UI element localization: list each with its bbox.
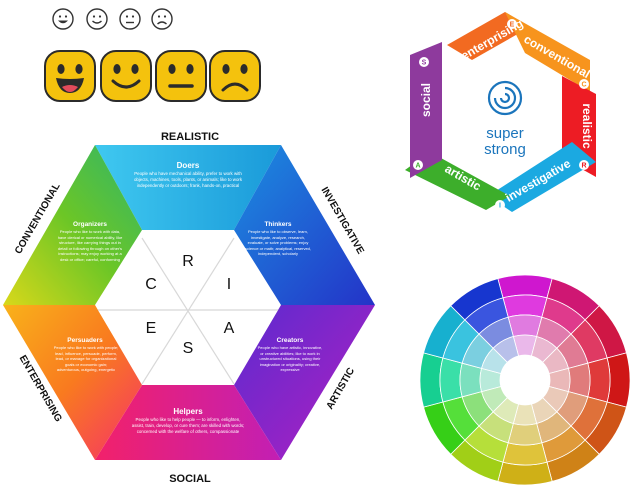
badge-i-letter: I [499,203,501,210]
helpers-title: Helpers [173,407,203,416]
badge-s [419,57,429,67]
logo-word-super: super [486,125,524,142]
label-realistic: realistic [580,103,594,149]
creators-segment [234,305,375,460]
color-wheel-cell [497,274,553,299]
color-wheel-cell [507,314,543,338]
organizers-segment [3,145,142,305]
badge-a [413,160,423,170]
badge-r [579,160,589,170]
segment-artistic [405,152,510,210]
persuaders-segment [3,305,142,460]
smiling-face-small-icon [86,8,108,30]
color-wheel-cell [587,357,611,403]
label-social: SOCIAL [169,473,211,485]
neutral-face-icon [155,50,207,102]
label-social: social [419,83,433,117]
badge-i [495,200,505,210]
color-wheel-cell [507,422,543,446]
frowning-face-small-icon [151,8,173,30]
helpers-segment [95,385,281,460]
segment-conventional [505,12,590,92]
badge-a-letter: A [415,163,420,170]
logo-word-strong: strong [484,141,526,158]
badge-s-letter: S [422,60,427,67]
creators-title: Creators [277,337,304,344]
thinkers-segment [234,145,375,305]
organizers-title: Organizers [73,221,107,228]
letter-r: R [182,253,194,270]
superstrong-swirl-icon [487,80,523,116]
doers-body: People who have mechanical ability, pref… [133,171,243,189]
letter-s: S [183,340,194,357]
frowning-face-icon [209,50,261,102]
smiling-face-icon [100,50,152,102]
color-wheel-cell [567,362,591,398]
neutral-face-small-icon [119,8,141,30]
badge-e [507,19,517,29]
persuaders-body: People who like to work with people; lea… [53,345,119,373]
wheel-center [500,355,550,405]
color-wheel-cell [459,362,483,398]
inner-dividers [98,237,278,385]
letter-e: E [146,320,157,337]
organizers-body: People who like to work with data, have … [57,229,123,262]
badge-c [579,79,589,89]
grinning-face-icon [44,50,96,102]
segment-social [410,42,442,178]
label-realistic: REALISTIC [161,131,219,143]
badge-r-letter: R [581,163,586,170]
badge-c-letter: C [581,82,586,89]
color-wheel-cell [439,357,463,403]
letter-a: A [224,320,235,337]
color-wheel-cell [502,294,548,318]
letter-c: C [145,276,157,293]
thinkers-body: People who like to observe, learn, inves… [244,229,312,257]
segment-investigative [488,142,596,212]
thinkers-title: Thinkers [264,221,291,228]
color-wheel-cell [419,352,444,408]
grinning-face-small-icon [52,8,74,30]
color-wheel-cell [497,461,553,486]
color-wheel [419,274,631,486]
doers-title: Doers [177,161,200,170]
color-wheel-cell [606,352,631,408]
helpers-body: People who like to help people — to info… [131,417,245,435]
color-wheel-cell [502,442,548,466]
persuaders-title: Persuaders [67,337,103,344]
creators-body: People who have artistic, innovative, or… [257,345,323,373]
superstrong-hexagon-logo: enterprising conventional realistic inve… [405,12,596,212]
riasec-hexagon-diagram: R I A S E C Doers Thinkers Creators Help… [3,131,375,485]
letter-i: I [227,276,231,293]
doers-segment [95,145,281,230]
badge-e-letter: E [510,22,515,29]
